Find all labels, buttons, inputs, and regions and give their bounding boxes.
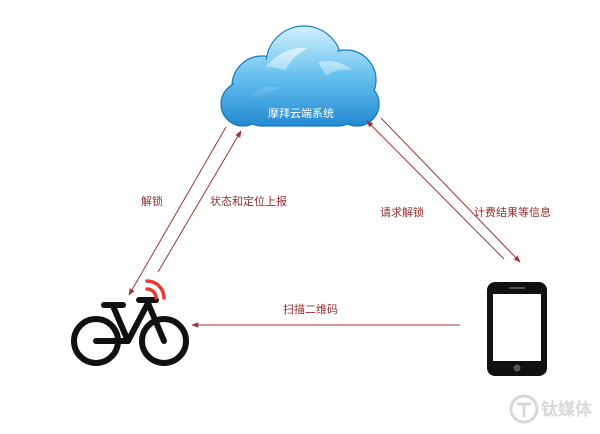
cloud-label: 摩拜云端系统 <box>268 106 334 120</box>
label-status-report: 状态和定位上报 <box>210 194 287 208</box>
bike-icon <box>71 297 189 366</box>
label-unlock: 解锁 <box>141 194 163 208</box>
smartphone-icon <box>487 282 547 376</box>
signal-icon <box>145 279 166 300</box>
watermark: 钛媒体 <box>509 394 593 424</box>
label-request-unlock: 请求解锁 <box>380 205 424 219</box>
cloud-icon <box>220 25 380 127</box>
arrow-request-unlock <box>366 120 505 260</box>
arrow-unlock <box>128 126 227 296</box>
watermark-logo-icon <box>509 394 539 424</box>
label-scan-qr: 扫描二维码 <box>283 302 338 316</box>
arrow-status-report <box>157 130 242 273</box>
arrow-billing-info <box>380 117 521 263</box>
label-billing-info: 计费结果等信息 <box>474 205 551 219</box>
watermark-text: 钛媒体 <box>541 399 593 420</box>
